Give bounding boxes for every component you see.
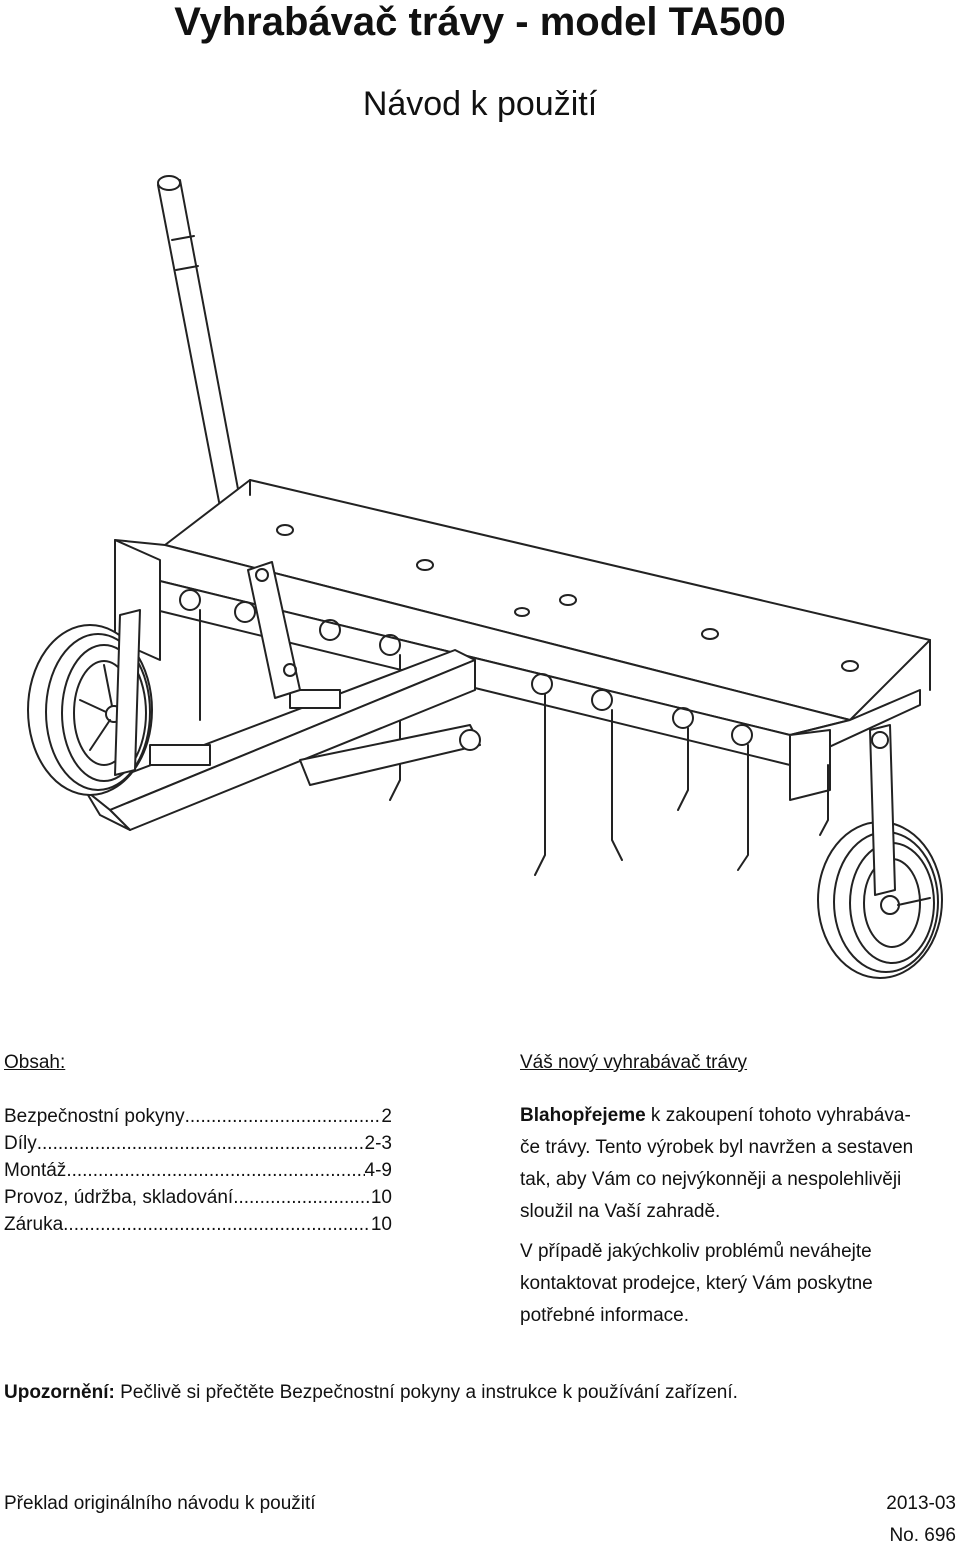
footer-meta: 2013-03 No. 696 [886, 1492, 956, 1548]
toc-item: Montáž 4-9 [4, 1157, 392, 1184]
intro-line: kontaktovat prodejce, který Vám poskytne [520, 1273, 873, 1294]
intro-heading: Váš nový vyhrabávač trávy [520, 1052, 748, 1073]
toc-item-label: Provoz, údržba, skladování [4, 1187, 234, 1208]
toc-item-page: 10 [370, 1187, 392, 1208]
intro-line: k zakoupení tohoto vyhrabáva- [645, 1105, 911, 1126]
intro-paragraph: Blahopřejeme k zakoupení tohoto vyhrabáv… [520, 1100, 960, 1228]
document-title: Vyhrabávač trávy - model TA500 [174, 0, 786, 44]
toc-item: Bezpečnostní pokyny 2 [4, 1103, 392, 1130]
document-subtitle: Návod k použití [362, 85, 598, 123]
intro-emphasis: Blahopřejeme [520, 1105, 646, 1126]
footer-translation-note: Překlad originálního návodu k použití [4, 1493, 316, 1514]
warning-label: Upozornění: [4, 1382, 115, 1403]
toc-item: Díly 2-3 [4, 1130, 392, 1157]
toc-leader-dots [63, 1211, 371, 1238]
footer-date: 2013-03 [886, 1493, 956, 1514]
toc-item-page: 2 [381, 1106, 392, 1127]
toc-item-label: Záruka [4, 1214, 64, 1235]
toc-heading: Obsah: [4, 1052, 66, 1073]
toc-item: Záruka 10 [4, 1211, 392, 1238]
warning-notice: Upozornění: Pečlivě si přečtěte Bezpečno… [4, 1380, 738, 1406]
toc-item: Provoz, údržba, skladování 10 [4, 1184, 392, 1211]
intro-body: Blahopřejeme k zakoupení tohoto vyhrabáv… [520, 1100, 960, 1332]
toc-item-page: 4-9 [364, 1160, 392, 1181]
toc-leader-dots [37, 1130, 365, 1157]
toc-leader-dots [66, 1157, 364, 1184]
toc-leader-dots [185, 1103, 382, 1130]
intro-line: sloužil na Vaší zahradě. [520, 1201, 721, 1222]
table-of-contents: Bezpečnostní pokyny 2 Díly 2-3 Montáž 4-… [4, 1103, 392, 1238]
toc-item-page: 10 [370, 1214, 392, 1235]
intro-line: potřebné informace. [520, 1305, 689, 1326]
toc-item-page: 2-3 [364, 1133, 392, 1154]
toc-item-label: Bezpečnostní pokyny [4, 1106, 185, 1127]
footer-number: No. 696 [889, 1525, 956, 1546]
intro-line: tak, aby Vám co nejvýkonněji a nespolehl… [520, 1169, 902, 1190]
warning-text: Pečlivě si přečtěte Bezpečnostní pokyny … [114, 1382, 738, 1403]
lawn-dethatcher-drawing-icon [27, 175, 943, 979]
intro-line: V případě jakýchkoliv problémů neváhejte [520, 1241, 872, 1262]
toc-item-label: Montáž [4, 1160, 67, 1181]
intro-paragraph: V případě jakýchkoliv problémů neváhejte… [520, 1236, 960, 1332]
toc-item-label: Díly [4, 1133, 37, 1154]
intro-line: če trávy. Tento výrobek byl navržen a se… [520, 1137, 914, 1158]
toc-leader-dots [233, 1184, 371, 1211]
